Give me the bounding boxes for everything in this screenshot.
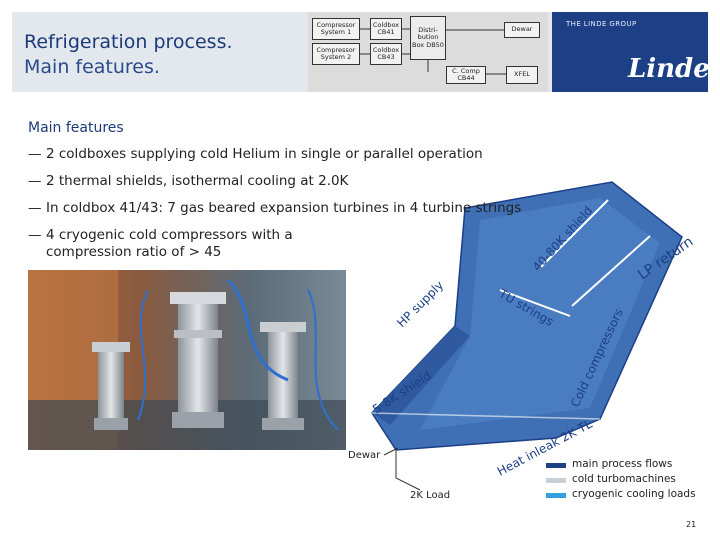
bullet-dash: — <box>28 146 42 162</box>
bullet-dash: — <box>28 173 42 189</box>
main-features-list: — 2 coldboxes supplying cold Helium in s… <box>28 146 548 271</box>
legend-label: main process flows <box>572 458 673 470</box>
legend-label: cold turbomachines <box>572 473 676 485</box>
feature-item: — 2 coldboxes supplying cold Helium in s… <box>28 146 548 163</box>
page-title: Refrigeration process. Main features. <box>24 30 233 80</box>
linde-logo-area: THE LINDE GROUP Linde <box>552 12 710 92</box>
divider-line <box>371 412 601 420</box>
linde-logo: Linde <box>628 54 710 84</box>
feature-item: — In coldbox 41/43: 7 gas beared expansi… <box>28 200 548 217</box>
compressor-unit <box>260 322 306 430</box>
bullet-dash: — <box>28 227 42 243</box>
distribution-box-block: Distri-bution Box DB50 <box>410 16 446 60</box>
cold-compressors-photo <box>28 270 346 450</box>
overview-lines <box>360 28 506 75</box>
coldbox-cb43-block: Coldbox CB43 <box>370 43 402 65</box>
compressor-unit <box>92 342 130 430</box>
header-band: Refrigeration process. Main features. Co… <box>12 12 710 92</box>
divider-line <box>539 199 609 269</box>
legend-label: cryogenic cooling loads <box>572 488 696 500</box>
bullet-dash: — <box>28 200 42 216</box>
feature-item: — 2 thermal shields, isothermal cooling … <box>28 173 548 190</box>
page-number: 21 <box>686 520 697 529</box>
legend-swatch <box>546 463 566 468</box>
load-leader <box>395 450 421 491</box>
compressor-system-1-block: Compressor System 1 <box>312 18 360 40</box>
label-dewar: Dewar <box>348 450 381 461</box>
label-hp-supply-text: HP supply <box>394 278 446 330</box>
photo-illustration <box>28 270 346 450</box>
coldbox-cb41-block: Coldbox CB41 <box>370 18 402 40</box>
dewar-leader <box>383 447 399 456</box>
legend-swatch <box>546 493 566 498</box>
feature-text: 2 thermal shields, isothermal cooling at… <box>46 173 349 189</box>
shield-5-8k-band <box>372 326 470 425</box>
ccomp-block: C. Comp CB44 <box>446 66 486 84</box>
compressor-system-2-block: Compressor System 2 <box>312 43 360 65</box>
compressor-unit <box>170 292 226 428</box>
process-overview-diagram: Compressor System 1 Compressor System 2 … <box>308 12 548 92</box>
main-features-title: Main features <box>28 120 124 136</box>
label-hp-supply: HP supply <box>394 278 446 330</box>
divider-line <box>571 235 651 307</box>
feature-item: — 4 cryogenic cold compressors with a co… <box>28 227 298 261</box>
label-2k-load: 2K Load <box>410 490 450 501</box>
divider-line <box>499 289 571 317</box>
feature-text: 2 coldboxes supplying cold Helium in sin… <box>46 146 483 162</box>
feature-text: In coldbox 41/43: 7 gas beared expansion… <box>46 200 522 216</box>
legend-swatch <box>546 478 566 483</box>
process-shape-interior <box>420 198 660 430</box>
linde-group-text: THE LINDE GROUP <box>566 20 637 28</box>
page-title-line2: Main features. <box>24 56 160 78</box>
page-title-line1: Refrigeration process. <box>24 31 233 53</box>
feature-text: 4 cryogenic cold compressors with a comp… <box>46 227 293 260</box>
xfel-block: XFEL <box>506 66 538 84</box>
dewar-block: Dewar <box>504 22 540 38</box>
